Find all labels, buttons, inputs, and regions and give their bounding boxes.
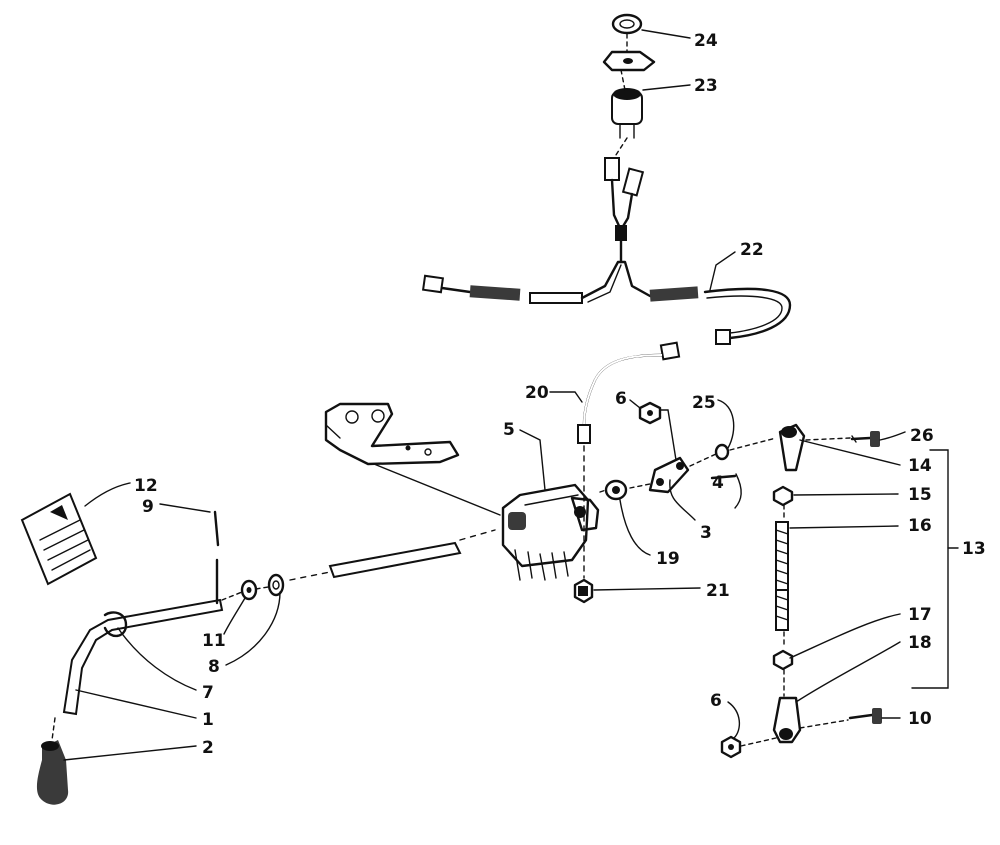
callout-19: 19	[656, 549, 680, 569]
part-knob	[36, 740, 69, 805]
callout-26: 26	[910, 426, 934, 446]
part-rod-end-lower	[772, 696, 802, 744]
callout-17: 17	[908, 605, 932, 625]
part-mount-plate	[602, 50, 656, 72]
callout-12: 12	[134, 476, 158, 496]
callout-5: 5	[503, 420, 515, 440]
part-jam-nut-17	[772, 649, 794, 671]
part-shaft	[328, 529, 496, 579]
part-wire-harness	[421, 260, 792, 345]
callout-16: 16	[908, 516, 932, 536]
part-arm	[648, 456, 690, 494]
part-nut-bottom	[720, 735, 742, 759]
part-washer-8	[267, 573, 285, 597]
part-washer-11	[240, 579, 258, 601]
callout-3: 3	[700, 523, 712, 543]
leader-lines	[51, 29, 959, 761]
callout-labels: 24 23 22 20 6 25 5 4 3 19 21 12 9 11 8 7…	[134, 31, 986, 758]
callout-1: 1	[202, 710, 214, 730]
part-spring-pin	[213, 510, 220, 547]
part-threaded-rod-lower	[775, 589, 789, 631]
callout-24: 24	[694, 31, 718, 51]
callout-20: 20	[525, 383, 549, 403]
callout-6-bottom: 6	[710, 691, 722, 711]
part-rod-end-upper	[778, 423, 806, 472]
part-bushing	[604, 479, 628, 501]
part-nut-21	[573, 578, 594, 604]
callout-23: 23	[694, 76, 718, 96]
part-nut-top	[638, 401, 662, 425]
part-jam-nut-15	[772, 485, 794, 507]
callout-13: 13	[962, 539, 986, 559]
callout-25: 25	[692, 393, 716, 413]
part-bolt-26	[850, 431, 880, 447]
part-threaded-rod-upper	[775, 521, 789, 591]
callout-15: 15	[908, 485, 932, 505]
callout-2: 2	[202, 738, 214, 758]
callout-6-top: 6	[615, 389, 627, 409]
callout-9: 9	[142, 497, 154, 517]
callout-14: 14	[908, 456, 932, 476]
part-mounting-bracket	[324, 402, 460, 466]
part-lead-wire	[577, 341, 681, 444]
part-washer-25	[714, 443, 730, 461]
callout-7: 7	[202, 683, 214, 703]
part-switch	[611, 88, 643, 139]
part-shift-lever	[62, 558, 224, 716]
callout-21: 21	[706, 581, 730, 601]
part-housing	[501, 483, 600, 581]
callout-11: 11	[202, 631, 226, 651]
part-cotter-pin	[710, 474, 737, 480]
callout-22: 22	[740, 240, 764, 260]
callout-10: 10	[908, 709, 932, 729]
callout-8: 8	[208, 657, 220, 677]
callout-4: 4	[712, 473, 724, 493]
part-bolt-10	[848, 708, 882, 724]
part-decal	[20, 492, 98, 586]
callout-18: 18	[908, 633, 932, 653]
part-grommet	[611, 13, 643, 35]
part-switch-connectors	[604, 157, 645, 264]
